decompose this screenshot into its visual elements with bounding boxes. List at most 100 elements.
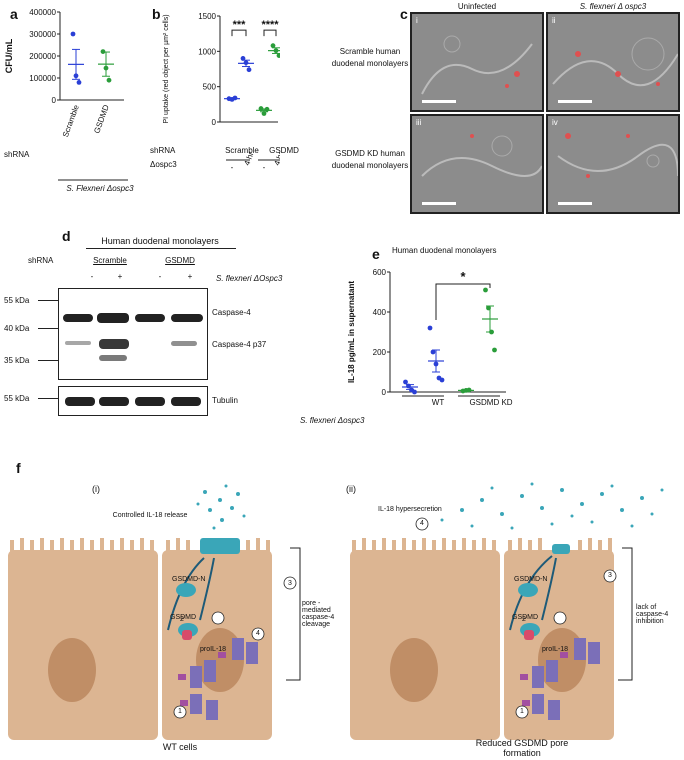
kd-step-marker-1: 1	[520, 708, 524, 715]
a-ytick-label-0: 0	[52, 96, 57, 105]
b-ytick-label-2: 1000	[198, 47, 216, 56]
panel-b-group-gsdmd: GSDMD	[269, 146, 299, 155]
wt-numeral: (i)	[92, 484, 100, 494]
a-ylabel: CFU/mL	[4, 38, 14, 73]
b-point-3-1	[273, 48, 279, 54]
b-point-1-2	[246, 67, 252, 73]
panel-b-ospc3-label: Δospc3	[150, 160, 177, 169]
mw-marker-55: 55 kDa	[4, 296, 30, 305]
a-point-0-0	[70, 31, 76, 37]
panel-b-shrna-label: shRNA	[150, 146, 176, 155]
e-point-3-2	[489, 329, 494, 335]
wt-gsdmd-label: GSDMD	[170, 614, 197, 621]
e-point-3-3	[492, 347, 497, 353]
a-point-1-1	[103, 65, 109, 71]
panel-e-label: e	[372, 246, 380, 262]
a-ytick-label-3: 300000	[29, 30, 56, 39]
kd-step-marker-2: 2	[522, 616, 526, 623]
a-ytick-label-4: 400000	[29, 8, 56, 17]
wt-bracket-label: pore - mediated caspase-4 cleavage	[302, 600, 335, 628]
micrograph-iii: iii	[410, 114, 544, 214]
e-point-3-1	[486, 305, 491, 311]
a-xtick-label-1: GSDMD	[92, 103, 111, 134]
kd-caption: Reduced GSDMD pore formation	[475, 738, 569, 758]
b-point-2-2	[264, 106, 270, 112]
b-ytick-label-3: 1500	[198, 12, 216, 21]
wt-release-label: Controlled IL-18 release	[112, 512, 188, 519]
e-point-1-2	[433, 361, 439, 367]
panel-d-title: Human duodenal monolayers	[101, 236, 219, 246]
e-point-1-4	[439, 377, 445, 383]
western-blot-caspase4	[58, 288, 208, 380]
micrograph-numeral-iv: iv	[552, 118, 558, 127]
e-point-3-0	[483, 287, 488, 293]
b-point-0-2	[232, 95, 238, 101]
b-sig-label-1: ****	[261, 19, 279, 31]
e-ytick-label-2: 400	[373, 308, 387, 317]
panel-f-label: f	[16, 460, 21, 476]
b-ylabel: PI uptake (red object per µm² cells)	[163, 14, 170, 123]
band-label-tubulin: Tubulin	[212, 396, 238, 405]
b-sig-label-0: ***	[233, 19, 247, 31]
e-point-0-0	[403, 379, 408, 385]
e-ytick-label-0: 0	[382, 388, 387, 397]
mw-marker-55-tubulin: 55 kDa	[4, 394, 30, 403]
a-point-1-2	[106, 77, 112, 83]
panel-c-col-header-infected: S. flexneri Δ ospc3	[579, 2, 647, 11]
panel-e-group-wt: WT	[431, 398, 445, 407]
schematic-wt: 2 3 4 1 (i) Controlled IL-18 release por…	[0, 480, 342, 760]
kd-gsdmd-n-label: GSDMD-N	[514, 576, 548, 583]
kd-step-marker-4: 4	[420, 520, 424, 527]
b-point-1-0	[240, 56, 246, 61]
b-cond-3: 4 hr	[272, 150, 280, 166]
b-point-3-2	[276, 53, 280, 58]
panel-e-infection-label: S. flexneri Δospc3	[300, 416, 365, 425]
micrograph-iv: iv	[546, 114, 680, 214]
wt-step-marker-4: 4	[256, 630, 260, 637]
e-sig-label: *	[460, 269, 466, 284]
e-ytick-label-1: 200	[373, 348, 387, 357]
kd-gsdmd-label: GSDMD	[512, 614, 539, 621]
panel-a-label: a	[10, 6, 18, 22]
panel-d-cond-3: -	[158, 272, 162, 281]
b-ytick-label-0: 0	[212, 118, 217, 127]
b-point-3-0	[270, 43, 276, 49]
b-cond-2: -	[263, 163, 266, 172]
western-blot-tubulin	[58, 386, 208, 416]
wt-step-marker-3: 3	[288, 580, 292, 587]
panel-d-shrna-label: shRNA	[28, 256, 54, 265]
kd-bracket-label: lack of caspase-4 inhibition	[636, 604, 669, 625]
e-ylabel: IL-18 pg/mL in supernatant	[347, 281, 356, 383]
schematic-gsdmd-kd: 4 2 3 1 (ii) IL-18 hypersecretion lack o…	[342, 480, 684, 760]
kd-release-label: IL-18 hypersecretion	[378, 506, 442, 513]
wt-caption: WT cells	[162, 742, 198, 752]
mw-marker-40: 40 kDa	[4, 324, 30, 333]
panel-c-row-label-gsdmd: GSDMD KD human duodenal monolayers	[331, 149, 409, 170]
panel-e-group-gsdmd-kd: GSDMD KD	[469, 398, 513, 407]
wt-step-marker-1: 1	[178, 708, 182, 715]
panel-d-cond-1: -	[90, 272, 94, 281]
a-point-0-2	[76, 80, 82, 85]
micrograph-i: i	[410, 12, 544, 112]
panel-d-infection-label: S. flexneri ΔOspc3	[216, 274, 283, 283]
panel-c-label: c	[400, 6, 408, 22]
e-point-0-1	[406, 383, 411, 389]
a-ytick-label-2: 200000	[29, 52, 56, 61]
wt-step-marker-2: 2	[180, 616, 184, 623]
wt-gsdmd-n-label: GSDMD-N	[172, 576, 206, 583]
kd-step-marker-3: 3	[608, 572, 612, 579]
panel-e-title: Human duodenal monolayers	[392, 246, 497, 255]
a-point-0-1	[73, 73, 79, 79]
kd-proil18-label: proIL-18	[542, 646, 569, 653]
e-ytick-label-3: 600	[373, 268, 387, 277]
band-label-caspase4: Caspase-4	[212, 308, 251, 317]
band-label-caspase4-p37: Caspase-4 p37	[212, 340, 267, 349]
b-point-2-0	[258, 106, 264, 111]
e-point-1-0	[427, 325, 433, 331]
panel-c-row-label-scramble: Scramble human duodenal monolayers	[331, 47, 409, 68]
b-cond-0: -	[231, 163, 234, 172]
micrograph-ii: ii	[546, 12, 680, 112]
a-ytick-label-1: 100000	[29, 74, 56, 83]
